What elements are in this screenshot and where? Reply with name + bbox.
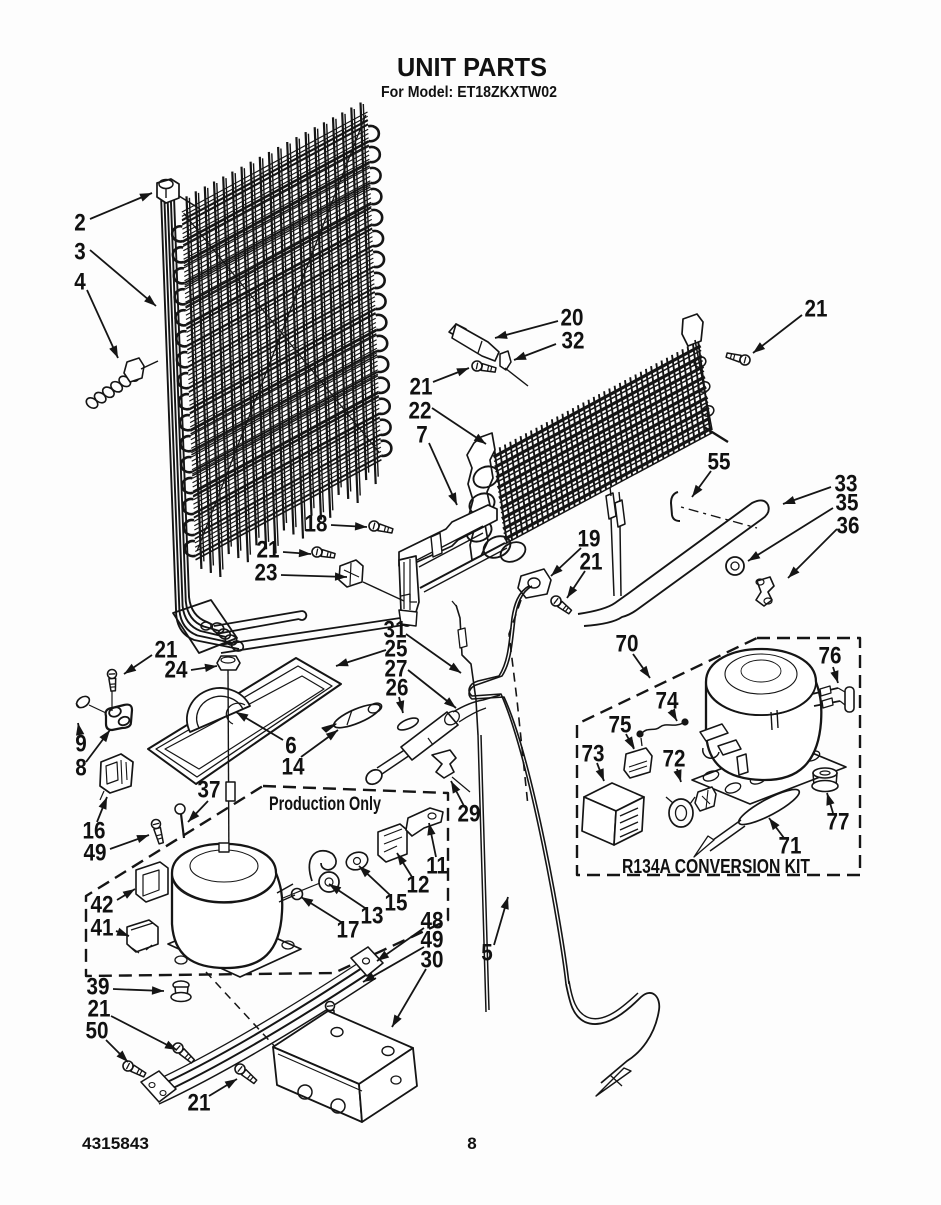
svg-text:32: 32	[562, 327, 585, 354]
svg-text:3: 3	[74, 238, 85, 265]
svg-text:5: 5	[481, 939, 492, 966]
svg-text:55: 55	[708, 448, 731, 475]
svg-text:41: 41	[91, 914, 114, 941]
svg-text:22: 22	[409, 397, 432, 424]
svg-text:17: 17	[337, 916, 360, 943]
svg-text:4: 4	[74, 268, 86, 295]
svg-text:21: 21	[410, 373, 433, 400]
svg-text:76: 76	[819, 642, 842, 669]
svg-text:13: 13	[361, 902, 384, 929]
svg-text:49: 49	[84, 839, 107, 866]
svg-text:75: 75	[609, 711, 632, 738]
svg-text:26: 26	[386, 674, 409, 701]
svg-text:2: 2	[74, 209, 85, 236]
svg-text:For Model: ET18ZKXTW02: For Model: ET18ZKXTW02	[381, 84, 557, 101]
svg-text:R134A CONVERSION KIT: R134A CONVERSION KIT	[622, 856, 810, 878]
svg-text:8: 8	[467, 1134, 476, 1153]
svg-text:70: 70	[616, 630, 639, 657]
svg-text:4315843: 4315843	[82, 1134, 149, 1153]
svg-text:74: 74	[656, 687, 679, 714]
svg-text:73: 73	[582, 740, 605, 767]
svg-text:50: 50	[86, 1017, 109, 1044]
svg-text:8: 8	[75, 754, 86, 781]
svg-text:7: 7	[416, 421, 427, 448]
svg-text:72: 72	[663, 745, 686, 772]
svg-text:37: 37	[198, 776, 221, 803]
svg-text:21: 21	[805, 295, 828, 322]
svg-text:24: 24	[165, 656, 188, 683]
svg-text:UNIT PARTS: UNIT PARTS	[397, 52, 547, 82]
svg-text:21: 21	[188, 1089, 211, 1116]
svg-text:21: 21	[580, 548, 603, 575]
svg-text:36: 36	[837, 512, 860, 539]
svg-text:18: 18	[305, 510, 328, 537]
svg-text:29: 29	[458, 800, 481, 827]
svg-text:Production Only: Production Only	[269, 794, 381, 815]
svg-text:23: 23	[255, 559, 278, 586]
svg-text:30: 30	[421, 946, 444, 973]
svg-text:77: 77	[827, 808, 850, 835]
